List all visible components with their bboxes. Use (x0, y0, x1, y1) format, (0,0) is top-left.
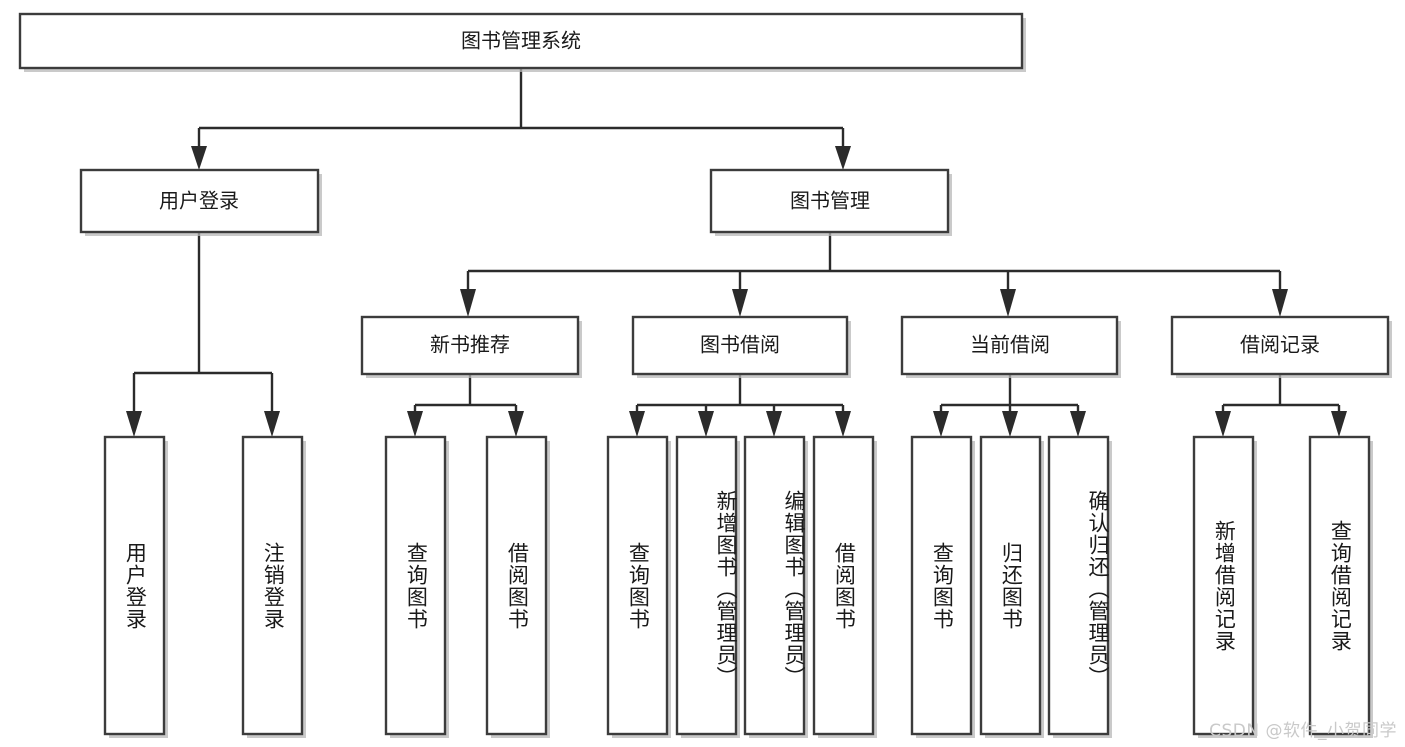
arrow-head-nb-leaf1 (407, 411, 423, 437)
arrow-head-borrow-record (1272, 289, 1288, 317)
arrow-head-br-leaf2 (1331, 411, 1347, 437)
leaf-box-nb-borrow[interactable] (485, 435, 548, 736)
arrow-head-bb-leaf1 (629, 411, 645, 437)
borrow-record-node-box[interactable] (1170, 315, 1390, 376)
connector-group (126, 68, 1347, 437)
arrow-head-leaf-logout (264, 411, 280, 437)
root-node-label: 图书管理系统 (461, 29, 581, 53)
borrow-record-node-label: 借阅记录 (1240, 333, 1320, 357)
arrow-head-user-login (191, 146, 207, 170)
leaf-box-bb-edit[interactable] (743, 435, 806, 736)
watermark-text: CSDN @软件_小贺同学 (1209, 721, 1397, 741)
leaf-box-logout[interactable] (241, 435, 304, 736)
leaf-box-user-login[interactable] (103, 435, 166, 736)
arrow-head-br-leaf1 (1215, 411, 1231, 437)
book-mgmt-node-box[interactable] (709, 168, 950, 234)
leaf-box-bb-add[interactable] (675, 435, 738, 736)
arrow-head-bb-leaf4 (835, 411, 851, 437)
leaf-box-cb-confirm[interactable] (1047, 435, 1110, 736)
arrow-head-bb-leaf2 (698, 411, 714, 437)
arrow-head-leaf-user-login (126, 411, 142, 437)
leaf-box-cb-return[interactable] (979, 435, 1042, 736)
leaf-box-bb-query[interactable] (606, 435, 669, 736)
arrow-head-cb-leaf2 (1002, 411, 1018, 437)
arrow-head-new-book (460, 289, 476, 317)
leaf-box-nb-query[interactable] (384, 435, 447, 736)
leaf-box-bb-borrow[interactable] (812, 435, 875, 736)
user-login-node-box[interactable] (79, 168, 320, 234)
arrow-head-book-borrow (732, 289, 748, 317)
arrow-head-cb-leaf1 (933, 411, 949, 437)
arrow-head-nb-leaf2 (508, 411, 524, 437)
new-book-node-label: 新书推荐 (430, 333, 510, 357)
leaf-box-br-query[interactable] (1308, 435, 1371, 736)
root-node-box[interactable] (18, 12, 1024, 70)
leaf-box-cb-query[interactable] (910, 435, 973, 736)
arrow-head-current-borrow (1000, 289, 1016, 317)
user-login-node-label: 用户登录 (159, 189, 239, 213)
book-mgmt-node-label: 图书管理 (790, 189, 870, 213)
arrow-head-bb-leaf3 (766, 411, 782, 437)
arrow-head-cb-leaf3 (1070, 411, 1086, 437)
leaf-box-br-add[interactable] (1192, 435, 1255, 736)
current-borrow-node-label: 当前借阅 (970, 333, 1050, 357)
current-borrow-node-box[interactable] (900, 315, 1119, 376)
book-borrow-node-label: 图书借阅 (700, 333, 780, 357)
arrow-head-book-mgmt (835, 146, 851, 170)
box-group: 图书管理系统 用户登录 图书管理 新书推荐 图书借阅 当前借阅 借阅记录 (18, 12, 1392, 738)
new-book-node-box[interactable] (360, 315, 580, 376)
book-borrow-node-box[interactable] (631, 315, 849, 376)
